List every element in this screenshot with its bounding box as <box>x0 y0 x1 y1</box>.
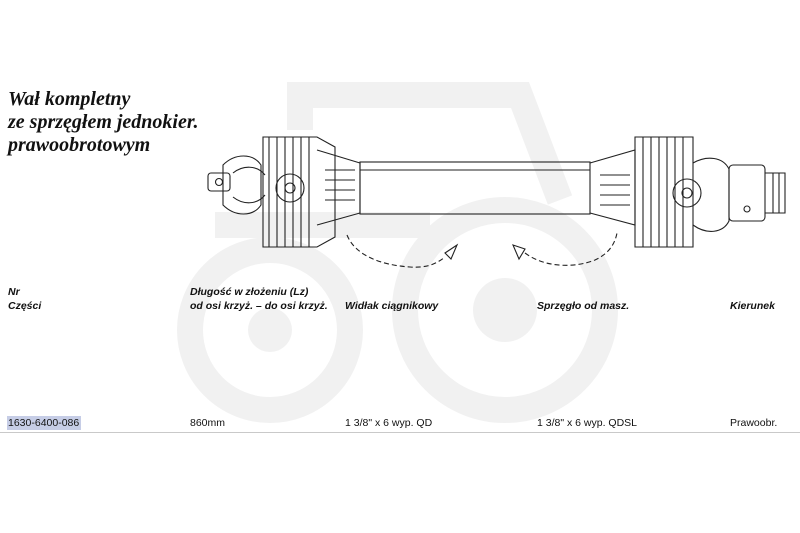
title-line: ze sprzęgłem jednokier. <box>8 111 199 133</box>
title-line: prawoobrotowym <box>8 134 151 156</box>
header-tractor-yoke: Widłak ciągnikowy <box>345 300 439 312</box>
header-direction: Kierunek <box>730 300 775 312</box>
cell-part-no: 1630-6400-086 <box>7 416 82 430</box>
header-machine-clutch: Sprzęgło od masz. <box>537 300 630 312</box>
row-divider <box>0 432 800 433</box>
header-line: od osi krzyż. – do osi krzyż. <box>190 300 328 312</box>
cell-machine-clutch: 1 3/8" x 6 wyp. QDSL <box>537 417 638 429</box>
title-line: Wał kompletny <box>8 88 131 110</box>
header-length: Długość w złożeniu (Lz) od osi krzyż. – … <box>190 285 328 313</box>
product-title: Wał kompletny ze sprzęgłem jednokier. pr… <box>8 88 199 157</box>
header-line: Nr <box>8 286 20 298</box>
header-line: Części <box>8 300 42 312</box>
drive-shaft-illustration <box>207 136 786 268</box>
cell-tractor-yoke: 1 3/8" x 6 wyp. QD <box>345 417 433 429</box>
header-line: Długość w złożeniu (Lz) <box>190 286 309 298</box>
part-no-value: 1630-6400-086 <box>7 416 82 430</box>
cell-length: 860mm <box>190 417 226 429</box>
cell-direction: Prawoobr. <box>730 417 778 429</box>
header-part-no: Nr Części <box>8 285 41 313</box>
